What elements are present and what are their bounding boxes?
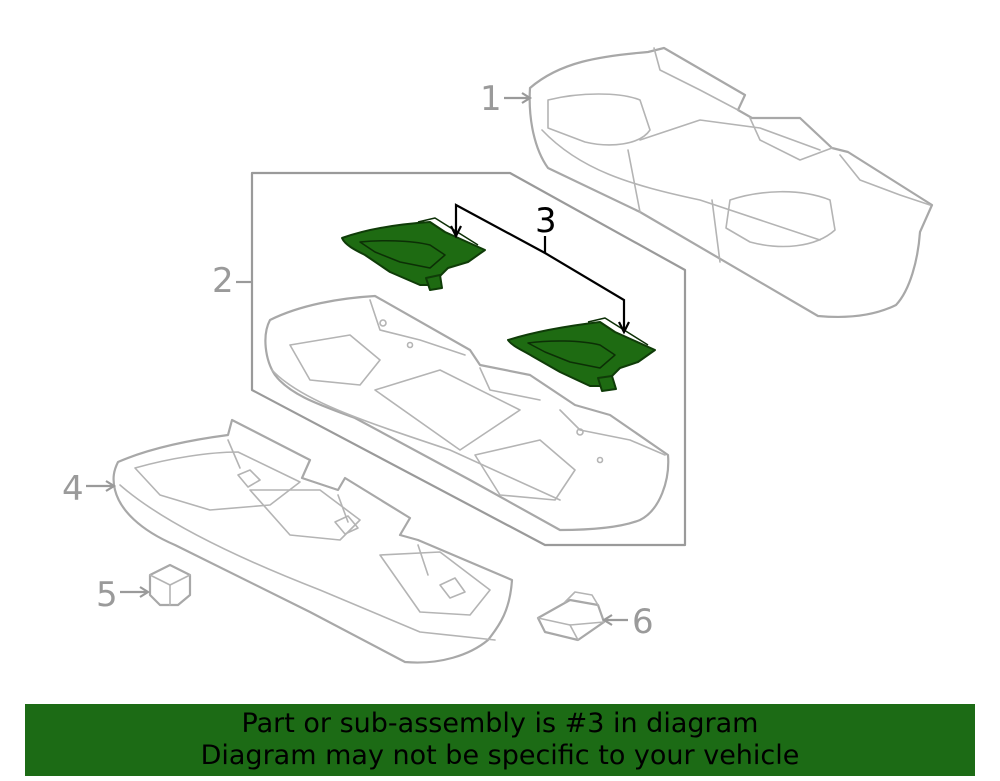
seat-back-frame[interactable] — [264, 294, 670, 532]
callout-1: 1 — [480, 79, 502, 119]
callout-3: 3 — [535, 201, 557, 241]
bracket-part-6[interactable] — [536, 591, 606, 642]
callout-5: 5 — [96, 575, 118, 615]
callout-6: 6 — [632, 602, 654, 642]
banner-line-1: Part or sub-assembly is #3 in diagram — [241, 708, 759, 739]
seat-cushion-frame[interactable] — [112, 418, 514, 664]
part-3-bracket-right[interactable] — [507, 317, 656, 392]
assembly-2-outline — [250, 171, 687, 547]
clip-part-5[interactable] — [148, 563, 192, 607]
part-3-bracket-left[interactable] — [341, 217, 486, 291]
callout-4: 4 — [62, 469, 84, 509]
seat-back-cushion[interactable] — [528, 46, 934, 319]
callout-2: 2 — [212, 261, 234, 301]
info-banner: Part or sub-assembly is #3 in diagram Di… — [25, 704, 975, 776]
banner-line-2: Diagram may not be specific to your vehi… — [200, 740, 800, 771]
parts-diagram: 1 2 3 — [62, 46, 934, 664]
